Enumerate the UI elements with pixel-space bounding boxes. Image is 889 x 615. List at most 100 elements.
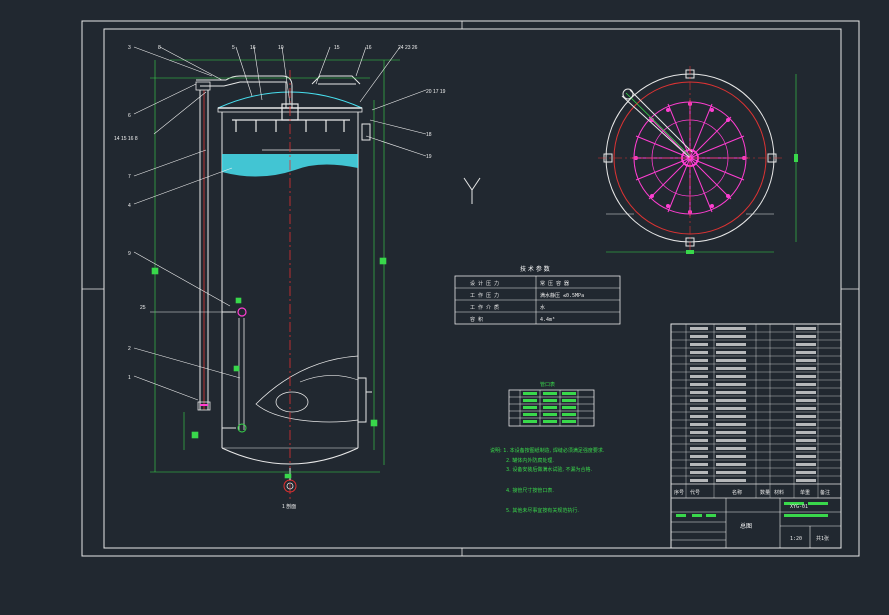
nozzle-table-title: 管口表: [540, 381, 555, 388]
leader-lines: [133, 46, 427, 401]
parts-cell-text: [716, 335, 746, 338]
nozzle-table: 管口表: [508, 381, 595, 427]
tech-param-value: 常 压 容 器: [540, 280, 569, 287]
technical-notes: 说明: 1. 本设备按图纸制造, 焊缝必须满足强度要求. 2. 罐体内外防腐处理…: [490, 447, 605, 514]
tech-param-value: 满水静压 ≤0.5MPa: [540, 292, 584, 299]
parts-cell-text: [796, 399, 816, 402]
parts-cell-text: [690, 447, 708, 450]
parts-cell-text: [716, 415, 746, 418]
note-line: 5. 其他未尽事宜按有关规范执行.: [506, 507, 579, 514]
parts-cell-text: [716, 423, 746, 426]
parts-cell-text: [796, 415, 816, 418]
parts-cell-text: [716, 327, 746, 330]
parts-cell-text: [796, 407, 816, 410]
parts-cell-text: [690, 351, 708, 354]
tech-param-name: 设 计 压 力: [470, 280, 499, 287]
svg-text:25: 25: [140, 305, 146, 311]
parts-cell-text: [716, 359, 746, 362]
parts-cell-text: [796, 327, 816, 330]
tech-param-name: 容 积: [470, 316, 483, 323]
view-mark: [463, 177, 481, 204]
svg-text:16: 16: [366, 45, 372, 51]
section-label: 1 剖面: [282, 503, 296, 510]
svg-text:18: 18: [426, 132, 432, 138]
parts-header: 序号 代号 名称 数量 材料 单重 备注: [674, 489, 830, 496]
parts-cell-text: [690, 463, 708, 466]
tech-parameter-table: 技 术 参 数 设 计 压 力 常 压 容 器 工 作 压 力 满水静压 ≤0.…: [454, 265, 621, 325]
dimension-lines: [150, 59, 400, 479]
svg-text:3: 3: [128, 45, 131, 51]
parts-cell-text: [796, 463, 816, 466]
parts-cell-text: [690, 367, 708, 370]
parts-cell-text: [690, 479, 708, 482]
svg-text:5: 5: [232, 45, 235, 51]
parts-cell-text: [716, 391, 746, 394]
svg-text:20 17 19: 20 17 19: [426, 89, 446, 95]
svg-text:6: 6: [128, 113, 131, 119]
parts-cell-text: [690, 383, 708, 386]
header-cell: 材料: [774, 489, 784, 496]
parts-cell-text: [690, 407, 708, 410]
parts-list: 序号 代号 名称 数量 材料 单重 备注 XYG-01 总图 1:20 共1张: [670, 323, 842, 549]
parts-cell-text: [690, 359, 708, 362]
header-cell: 数量: [760, 489, 770, 496]
leader-tags: 3 8 5 16 10 15 16 24 23 26 6 14 15 16 8 …: [114, 45, 446, 510]
parts-cell-text: [796, 439, 816, 442]
tech-param-value: 水: [540, 304, 545, 311]
svg-text:9: 9: [128, 251, 131, 257]
svg-text:15: 15: [334, 45, 340, 51]
tech-param-name: 工 作 压 力: [470, 292, 499, 299]
parts-cell-text: [796, 335, 816, 338]
svg-text:24 23 26: 24 23 26: [398, 45, 418, 51]
parts-cell-text: [716, 351, 746, 354]
parts-cell-text: [796, 391, 816, 394]
svg-text:4: 4: [128, 203, 131, 209]
centering-marks: [82, 21, 859, 556]
product-name: 总图: [740, 522, 752, 530]
note-line: 2. 罐体内外防腐处理.: [506, 457, 554, 464]
svg-text:14 15 16 8: 14 15 16 8: [114, 136, 138, 142]
sheet-count: 共1张: [816, 535, 829, 542]
note-line: 3. 设备安装后做满水试验, 不漏为合格.: [506, 466, 593, 473]
parts-cell-text: [690, 431, 708, 434]
parts-cell-text: [690, 391, 708, 394]
parts-cell-text: [716, 407, 746, 410]
parts-cell-text: [716, 439, 746, 442]
note-line: 说明: 1. 本设备按图纸制造, 焊缝必须满足强度要求.: [490, 447, 605, 454]
outer-border: [81, 20, 860, 557]
parts-cell-text: [716, 479, 746, 482]
parts-cell-text: [796, 383, 816, 386]
parts-cell-text: [796, 447, 816, 450]
svg-text:19: 19: [426, 154, 432, 160]
parts-cell-text: [796, 479, 816, 482]
scale-value: 1:20: [790, 536, 802, 542]
parts-cell-text: [690, 343, 708, 346]
tech-param-name: 工 作 介 质: [470, 304, 499, 311]
svg-text:7: 7: [128, 174, 131, 180]
parts-cell-text: [796, 375, 816, 378]
svg-text:8: 8: [158, 45, 161, 51]
parts-cell-text: [796, 351, 816, 354]
level-gauge-pipe: [150, 75, 361, 433]
parts-cell-text: [716, 463, 746, 466]
header-cell: 备注: [820, 489, 830, 496]
parts-cell-text: [690, 399, 708, 402]
header-cell: 代号: [690, 489, 700, 496]
svg-text:2: 2: [128, 346, 131, 352]
parts-cell-text: [716, 343, 746, 346]
parts-cell-text: [716, 399, 746, 402]
tank-front-view: [217, 70, 372, 500]
parts-cell-text: [690, 415, 708, 418]
header-cell: 名称: [732, 489, 742, 496]
parts-cell-text: [796, 343, 816, 346]
note-line: 4. 接管尺寸按管口表.: [506, 487, 554, 494]
parts-cell-text: [796, 423, 816, 426]
parts-cell-text: [796, 431, 816, 434]
parts-cell-text: [716, 431, 746, 434]
parts-cell-text: [690, 327, 708, 330]
parts-cell-text: [690, 439, 708, 442]
tech-table-title: 技 术 参 数: [520, 265, 550, 273]
parts-cell-text: [716, 455, 746, 458]
parts-cell-text: [716, 375, 746, 378]
